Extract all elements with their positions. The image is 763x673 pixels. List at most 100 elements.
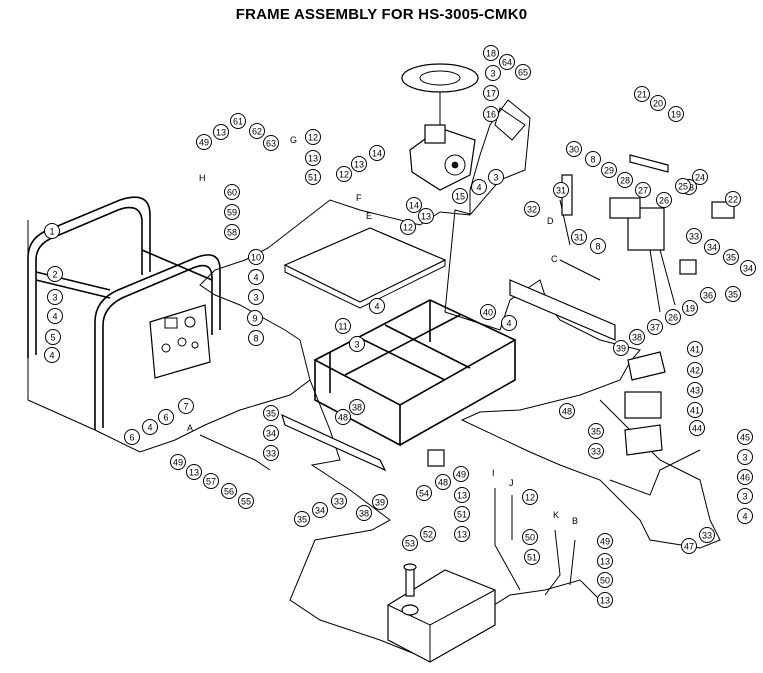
callout-41: 41: [687, 402, 703, 418]
svg-text:34: 34: [266, 429, 276, 439]
callout-14: 14: [406, 197, 422, 213]
callout-33: 33: [263, 445, 279, 461]
callout-4: 4: [471, 179, 487, 195]
svg-text:26: 26: [668, 313, 678, 323]
callout-35: 35: [263, 405, 279, 421]
svg-text:13: 13: [421, 212, 431, 222]
svg-text:29: 29: [604, 166, 614, 176]
svg-text:49: 49: [600, 537, 610, 547]
callout-4: 4: [737, 508, 753, 524]
label-K: K: [553, 510, 559, 520]
callout-14: 14: [369, 145, 385, 161]
callout-4: 4: [142, 419, 158, 435]
callout-13: 13: [186, 464, 202, 480]
callout-4: 4: [248, 269, 264, 285]
callout-21: 21: [634, 86, 650, 102]
callout-25: 25: [675, 178, 691, 194]
callout-48: 48: [559, 403, 575, 419]
callout-32: 32: [524, 201, 540, 217]
callout-13: 13: [213, 124, 229, 140]
svg-text:31: 31: [574, 233, 584, 243]
callout-38: 38: [356, 505, 372, 521]
svg-text:6: 6: [163, 413, 168, 423]
callout-33: 33: [699, 527, 715, 543]
svg-text:45: 45: [740, 433, 750, 443]
main-frame: [313, 299, 517, 447]
callout-3: 3: [737, 449, 753, 465]
svg-text:1: 1: [49, 227, 54, 237]
callout-45: 45: [737, 429, 753, 445]
label-D: D: [547, 216, 554, 226]
callout-53: 53: [402, 535, 418, 551]
svg-text:7: 7: [183, 402, 188, 412]
callout-31: 31: [553, 182, 569, 198]
callout-17: 17: [483, 85, 499, 101]
svg-text:49: 49: [456, 470, 466, 480]
callout-34: 34: [740, 260, 756, 276]
svg-text:21: 21: [637, 90, 647, 100]
callout-62: 62: [249, 123, 265, 139]
fuel-tank: [387, 563, 496, 663]
svg-text:51: 51: [457, 510, 467, 520]
svg-text:4: 4: [52, 312, 57, 322]
callout-43: 43: [687, 382, 703, 398]
svg-text:3: 3: [52, 293, 57, 303]
callout-47: 47: [681, 538, 697, 554]
svg-text:15: 15: [455, 192, 465, 202]
svg-text:26: 26: [659, 196, 669, 206]
callout-63: 63: [263, 135, 279, 151]
svg-text:18: 18: [486, 49, 496, 59]
svg-text:35: 35: [297, 515, 307, 525]
callout-8: 8: [248, 330, 264, 346]
callout-3: 3: [737, 488, 753, 504]
svg-text:62: 62: [252, 127, 262, 137]
svg-text:50: 50: [600, 576, 610, 586]
svg-text:4: 4: [476, 183, 481, 193]
svg-text:3: 3: [490, 69, 495, 79]
svg-text:4: 4: [374, 302, 379, 312]
svg-text:13: 13: [457, 530, 467, 540]
svg-text:61: 61: [233, 117, 243, 127]
callout-8: 8: [590, 238, 606, 254]
callout-13: 13: [418, 208, 434, 224]
callout-7: 7: [178, 398, 194, 414]
svg-text:13: 13: [308, 154, 318, 164]
callout-33: 33: [686, 228, 702, 244]
callout-55: 55: [238, 493, 254, 509]
callout-13: 13: [454, 526, 470, 542]
svg-text:4: 4: [147, 423, 152, 433]
svg-text:38: 38: [352, 403, 362, 413]
callout-4: 4: [369, 298, 385, 314]
top-plate: [283, 227, 447, 303]
svg-text:3: 3: [493, 173, 498, 183]
callout-52: 52: [420, 526, 436, 542]
callout-49: 49: [196, 134, 212, 150]
callout-12: 12: [305, 129, 321, 145]
svg-text:35: 35: [266, 409, 276, 419]
callout-44: 44: [689, 420, 705, 436]
svg-text:13: 13: [600, 557, 610, 567]
callout-18: 18: [483, 45, 499, 61]
callout-8: 8: [585, 151, 601, 167]
svg-text:12: 12: [308, 133, 318, 143]
svg-text:56: 56: [224, 487, 234, 497]
svg-text:5: 5: [50, 333, 55, 343]
svg-text:13: 13: [600, 596, 610, 606]
svg-text:24: 24: [695, 173, 705, 183]
svg-text:14: 14: [409, 201, 419, 211]
svg-text:8: 8: [590, 155, 595, 165]
callout-3: 3: [47, 289, 63, 305]
svg-text:38: 38: [632, 333, 642, 343]
callout-6: 6: [124, 429, 140, 445]
svg-text:34: 34: [315, 506, 325, 516]
svg-text:16: 16: [486, 110, 496, 120]
svg-text:8: 8: [253, 334, 258, 344]
callout-13: 13: [351, 156, 367, 172]
svg-text:48: 48: [338, 413, 348, 423]
callout-48: 48: [435, 474, 451, 490]
svg-text:60: 60: [227, 188, 237, 198]
callout-29: 29: [601, 162, 617, 178]
callout-33: 33: [331, 493, 347, 509]
label-E: E: [366, 211, 372, 221]
tubular-frame: [27, 196, 221, 430]
